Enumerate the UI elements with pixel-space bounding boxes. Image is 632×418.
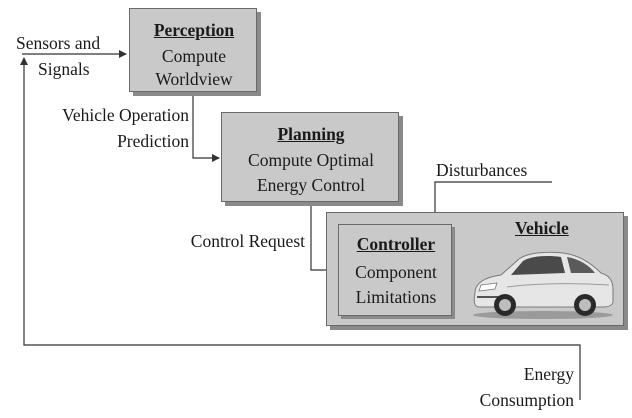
controller-box: Controller Component Limitations	[338, 224, 452, 316]
vehicle-title: Vehicle	[515, 218, 569, 238]
perception-box: Perception Compute Worldview	[129, 8, 257, 92]
sensors-label-line1: Sensors and	[16, 33, 101, 53]
feedback-loop-line	[20, 57, 581, 400]
perception-to-planning-arrow	[192, 92, 220, 162]
planning-line2: Energy Control	[256, 175, 366, 195]
controller-title: Controller	[356, 234, 436, 254]
perception-title: Perception	[153, 20, 235, 40]
control-request-label: Control Request	[190, 231, 305, 251]
prediction-label-line2: Prediction	[117, 131, 189, 151]
energy-label-line1: Energy	[523, 364, 574, 384]
energy-label-line2: Consumption	[479, 390, 574, 410]
planning-title: Planning	[277, 124, 345, 144]
perception-line2: Worldview	[155, 69, 233, 89]
car-illustration	[473, 251, 614, 319]
disturbances-arrow	[431, 181, 552, 225]
planning-box: Planning Compute Optimal Energy Control	[221, 112, 399, 202]
planning-line1: Compute Optimal	[248, 150, 374, 170]
disturbances-label: Disturbances	[436, 160, 528, 180]
controller-line2: Limitations	[355, 287, 437, 307]
prediction-label-line1: Vehicle Operation	[62, 105, 189, 125]
sensors-label-line2: Signals	[38, 59, 90, 79]
controller-line1: Component	[355, 262, 437, 282]
perception-line1: Compute	[161, 46, 227, 66]
